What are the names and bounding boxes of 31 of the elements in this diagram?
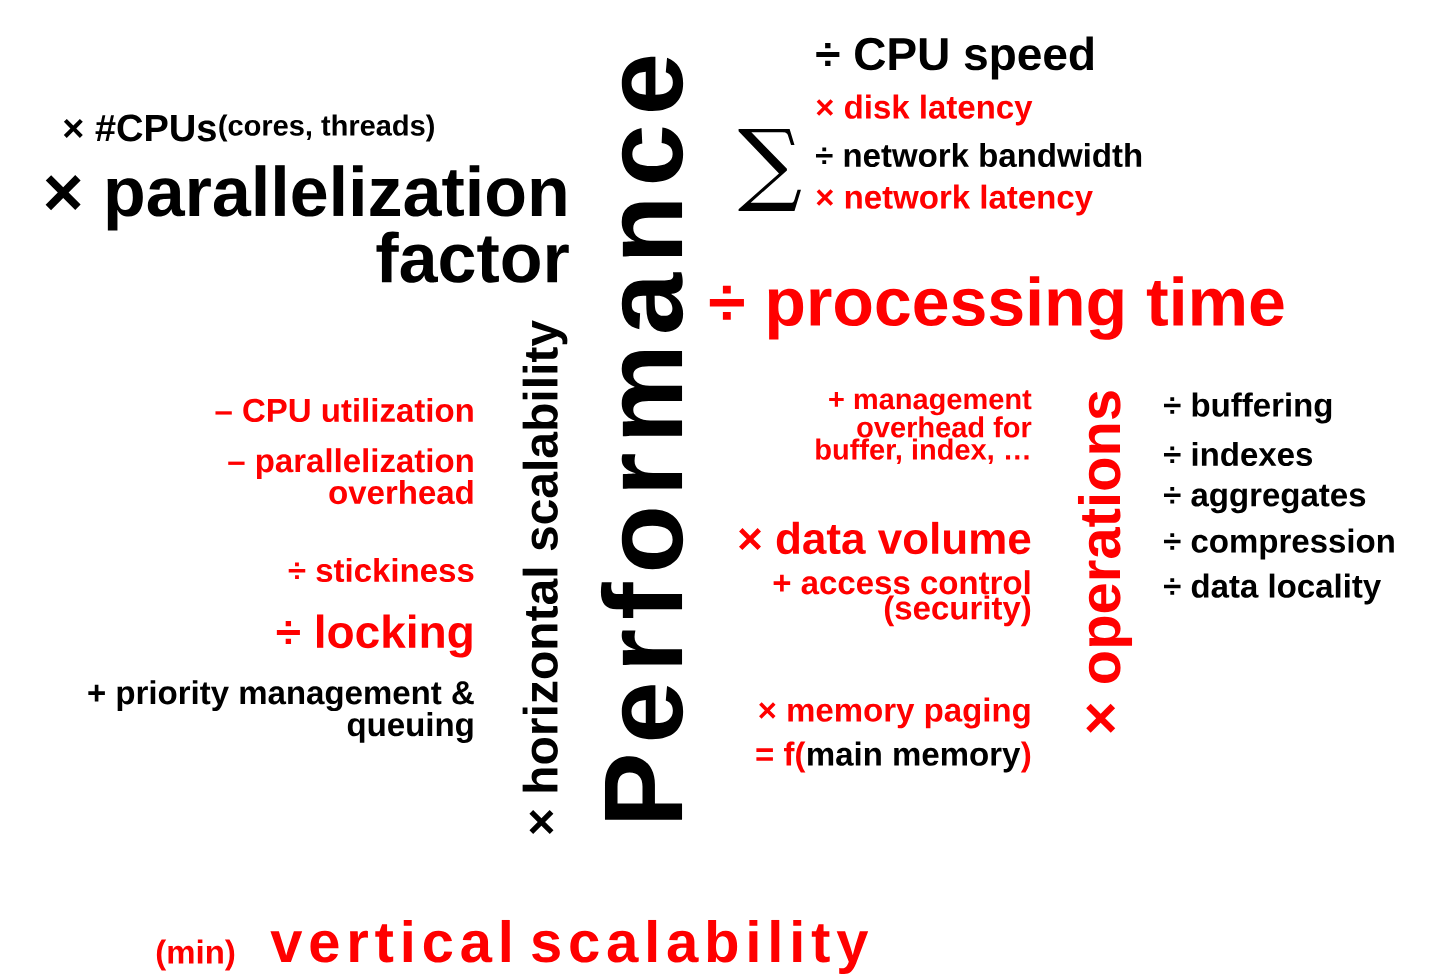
factor-text: + priority management & queuing <box>88 680 474 743</box>
factor-text: × operations <box>1077 391 1133 733</box>
factor-text: ÷ buffering <box>1164 392 1332 424</box>
factor-text: – parallelization overhead <box>228 448 473 505</box>
factor-text: – CPU utilization <box>215 397 473 423</box>
factor-text: × network latency <box>816 184 1093 216</box>
note-text: (cores, threads) <box>219 114 434 142</box>
factor-text: + management overhead for buffer, index, … <box>816 390 1032 465</box>
factor-text: × memory paging <box>759 697 1030 729</box>
factor-text: × data volume <box>739 521 1031 555</box>
factor-text: × disk latency <box>816 94 1033 126</box>
factor-text: ÷ aggregates <box>1164 484 1366 514</box>
factor-text: × #CPUs <box>63 114 216 142</box>
factor-text: ÷ locking <box>276 614 472 658</box>
factor-text: × parallelization factor <box>45 165 569 283</box>
scalability-text: vertical scalability <box>270 919 869 974</box>
title-text: Performance <box>600 56 684 820</box>
factor-text: ÷ processing time <box>709 276 1284 340</box>
factor-text: ÷ indexes <box>1164 441 1312 467</box>
formula-text: ) <box>1020 741 1031 773</box>
factor-text: ÷ CPU speed <box>816 36 1093 80</box>
factor-text: ÷ data locality <box>1164 573 1382 605</box>
formula-text: main memory <box>808 741 1021 773</box>
factor-text: ÷ compression <box>1164 528 1394 560</box>
factor-text: ÷ network bandwidth <box>816 142 1142 168</box>
note-text: (min) <box>156 939 235 971</box>
factor-text: + access control (security) <box>773 570 1031 627</box>
factor-text: ÷ stickiness <box>288 557 474 583</box>
sum-symbol: ∑ <box>738 129 801 211</box>
formula-text: = f( <box>756 741 806 773</box>
factor-text: × horizontal scalability <box>522 320 568 835</box>
